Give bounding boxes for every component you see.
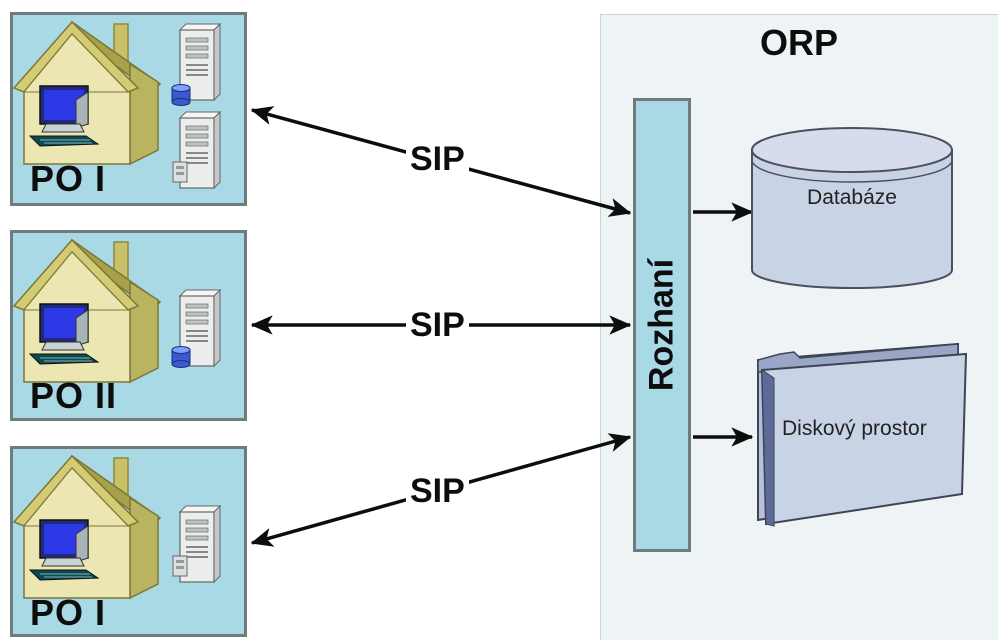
house-icon <box>13 455 161 599</box>
station-label-3: PO I <box>30 592 107 633</box>
orp-title: ORP <box>760 22 839 63</box>
drive-icon <box>172 555 188 577</box>
disk-space-label: Diskový prostor <box>782 417 927 440</box>
house-icon <box>13 21 161 165</box>
sip-label-2: SIP <box>406 306 469 344</box>
sip-label-1: SIP <box>406 140 469 178</box>
folder-icon[interactable] <box>757 342 968 527</box>
database-icon <box>171 84 191 106</box>
database-label: Databáze <box>807 186 897 209</box>
station-label-2: PO II <box>30 375 118 416</box>
house-icon <box>13 239 161 383</box>
database-icon <box>171 346 191 368</box>
station-label-1: PO I <box>30 158 107 199</box>
database-cylinder[interactable] <box>751 127 953 289</box>
interface-label: Rozhaní <box>642 258 681 392</box>
sip-label-3: SIP <box>406 472 469 510</box>
interface-bar[interactable] <box>633 98 691 552</box>
